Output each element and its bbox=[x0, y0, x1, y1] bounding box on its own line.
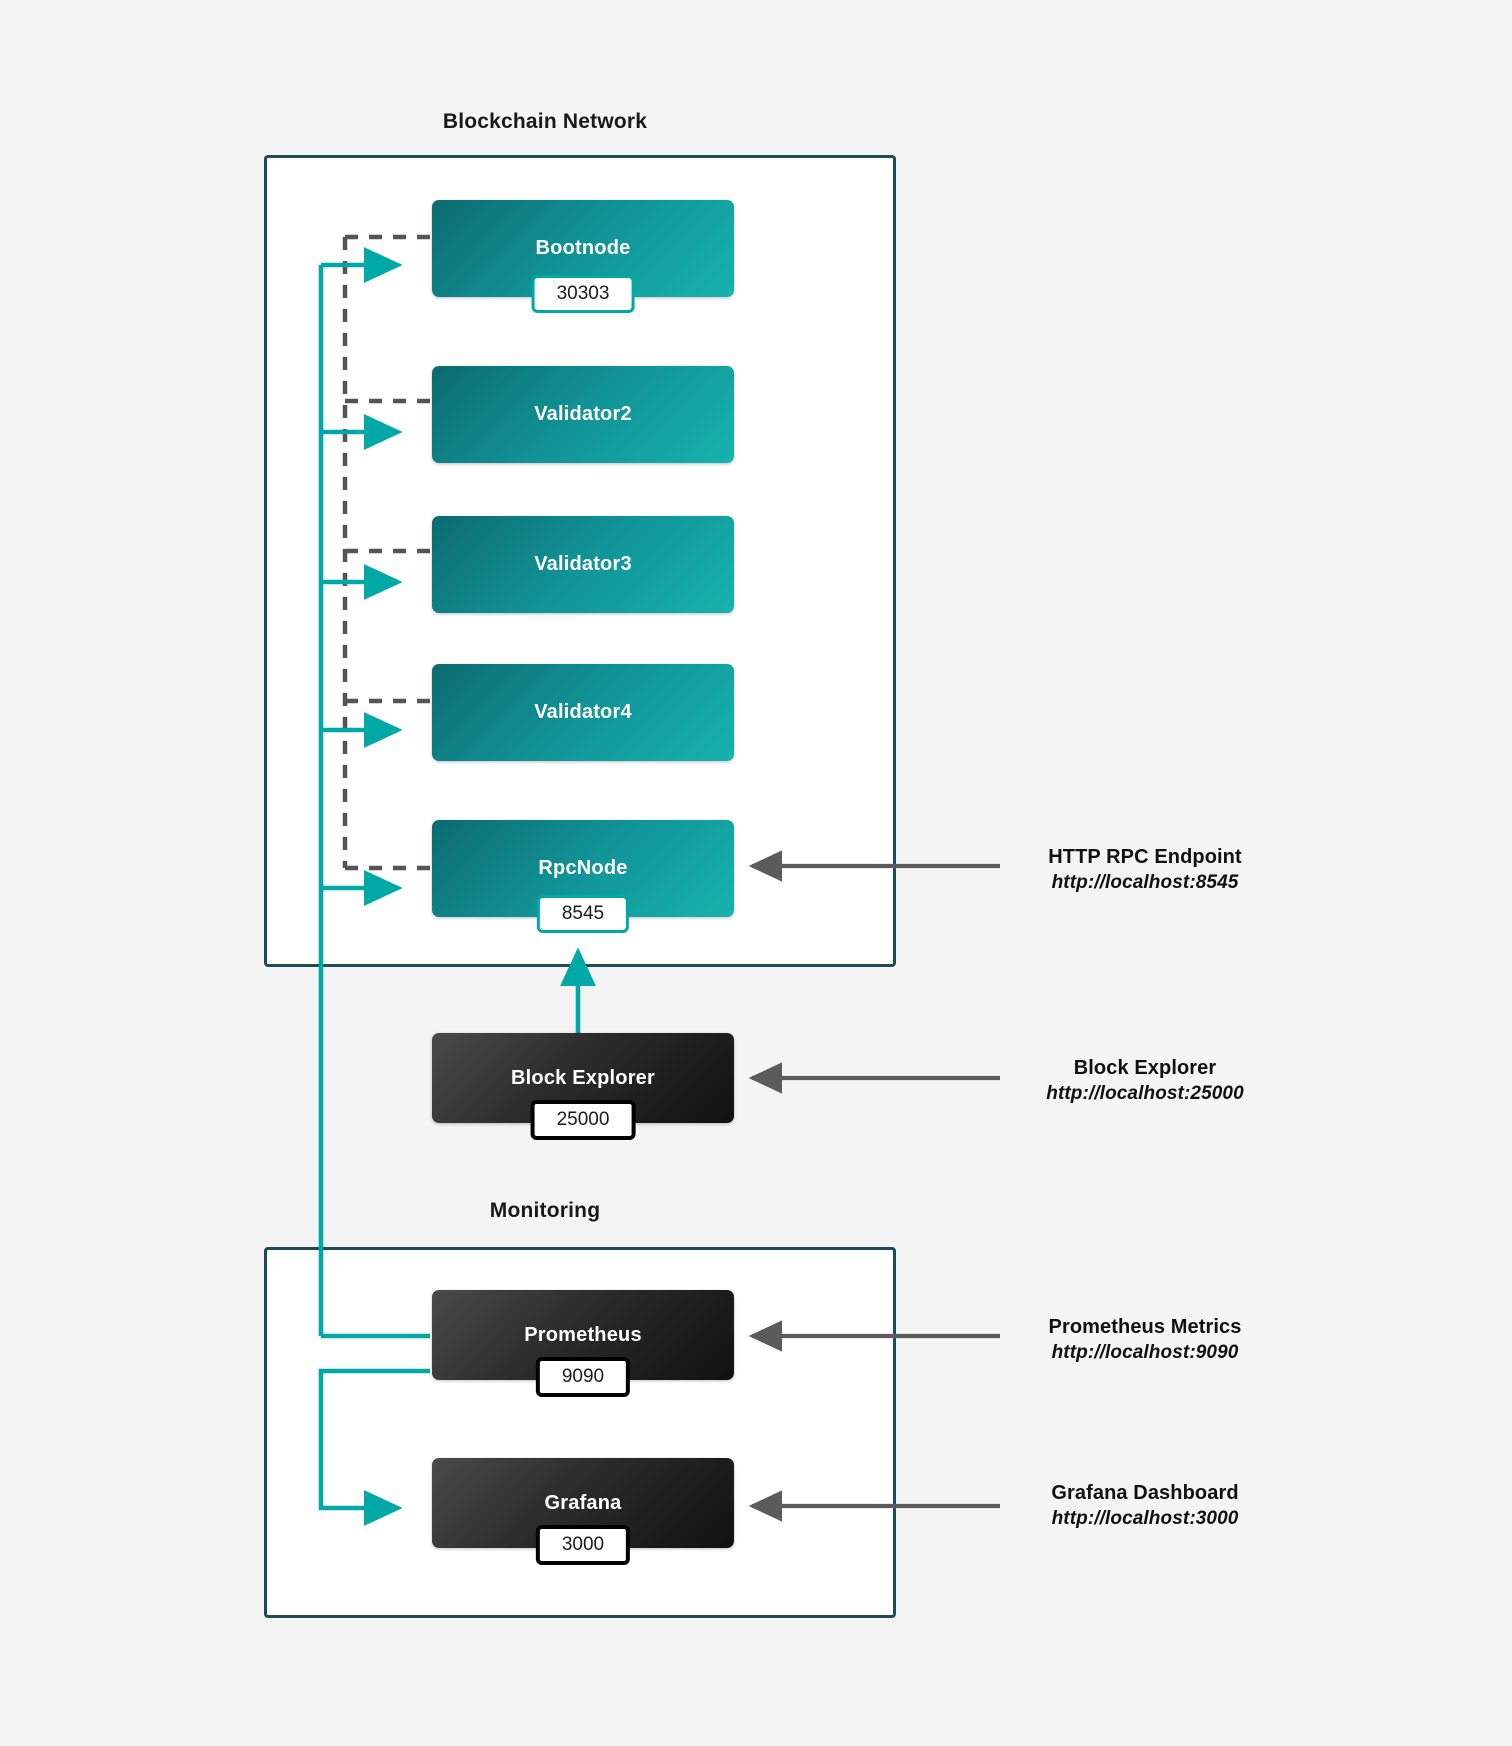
node-validator4[interactable]: Validator4 bbox=[432, 664, 734, 761]
annotation-grafana-dashboard-title: Grafana Dashboard bbox=[1051, 1482, 1239, 1504]
annotation-rpc-endpoint: HTTP RPC Endpoint http://localhost:8545 bbox=[1005, 845, 1285, 895]
node-grafana-port: 3000 bbox=[535, 1525, 631, 1565]
annotation-rpc-endpoint-title: HTTP RPC Endpoint bbox=[1048, 846, 1242, 868]
node-rpcnode-port: 8545 bbox=[536, 895, 630, 933]
node-block-explorer[interactable]: Block Explorer 25000 bbox=[432, 1033, 734, 1140]
annotation-prometheus-metrics-url: http://localhost:9090 bbox=[1051, 1341, 1239, 1363]
annotation-grafana-dashboard-url: http://localhost:3000 bbox=[1051, 1507, 1239, 1529]
annotation-block-explorer-title: Block Explorer bbox=[1073, 1057, 1217, 1079]
annotation-block-explorer: Block Explorer http://localhost:25000 bbox=[1005, 1056, 1285, 1106]
cluster-title-blockchain-network: Blockchain Network bbox=[442, 110, 648, 133]
annotation-block-explorer-url: http://localhost:25000 bbox=[1046, 1082, 1244, 1104]
node-validator3[interactable]: Validator3 bbox=[432, 516, 734, 613]
node-grafana[interactable]: Grafana 3000 bbox=[432, 1458, 734, 1565]
node-validator3-label: Validator3 bbox=[534, 553, 632, 575]
node-prometheus[interactable]: Prometheus 9090 bbox=[432, 1290, 734, 1397]
node-rpcnode[interactable]: RpcNode 8545 bbox=[432, 820, 734, 933]
node-validator4-label: Validator4 bbox=[534, 701, 632, 723]
node-bootnode-port: 30303 bbox=[531, 275, 635, 313]
node-bootnode[interactable]: Bootnode 30303 bbox=[432, 200, 734, 313]
node-validator2-label: Validator2 bbox=[534, 403, 632, 425]
annotation-prometheus-metrics-title: Prometheus Metrics bbox=[1048, 1316, 1242, 1338]
node-block-explorer-label: Block Explorer bbox=[511, 1066, 655, 1089]
annotation-rpc-endpoint-url: http://localhost:8545 bbox=[1051, 871, 1239, 893]
node-grafana-label: Grafana bbox=[544, 1491, 622, 1514]
node-validator2[interactable]: Validator2 bbox=[432, 366, 734, 463]
node-block-explorer-port: 25000 bbox=[530, 1100, 636, 1140]
node-prometheus-port: 9090 bbox=[535, 1357, 631, 1397]
node-bootnode-label: Bootnode bbox=[535, 237, 631, 259]
cluster-title-monitoring: Monitoring bbox=[489, 1199, 601, 1222]
node-rpcnode-label: RpcNode bbox=[538, 857, 628, 879]
annotation-prometheus-metrics: Prometheus Metrics http://localhost:9090 bbox=[1005, 1315, 1285, 1365]
node-prometheus-label: Prometheus bbox=[524, 1323, 642, 1346]
annotation-grafana-dashboard: Grafana Dashboard http://localhost:3000 bbox=[1005, 1481, 1285, 1531]
